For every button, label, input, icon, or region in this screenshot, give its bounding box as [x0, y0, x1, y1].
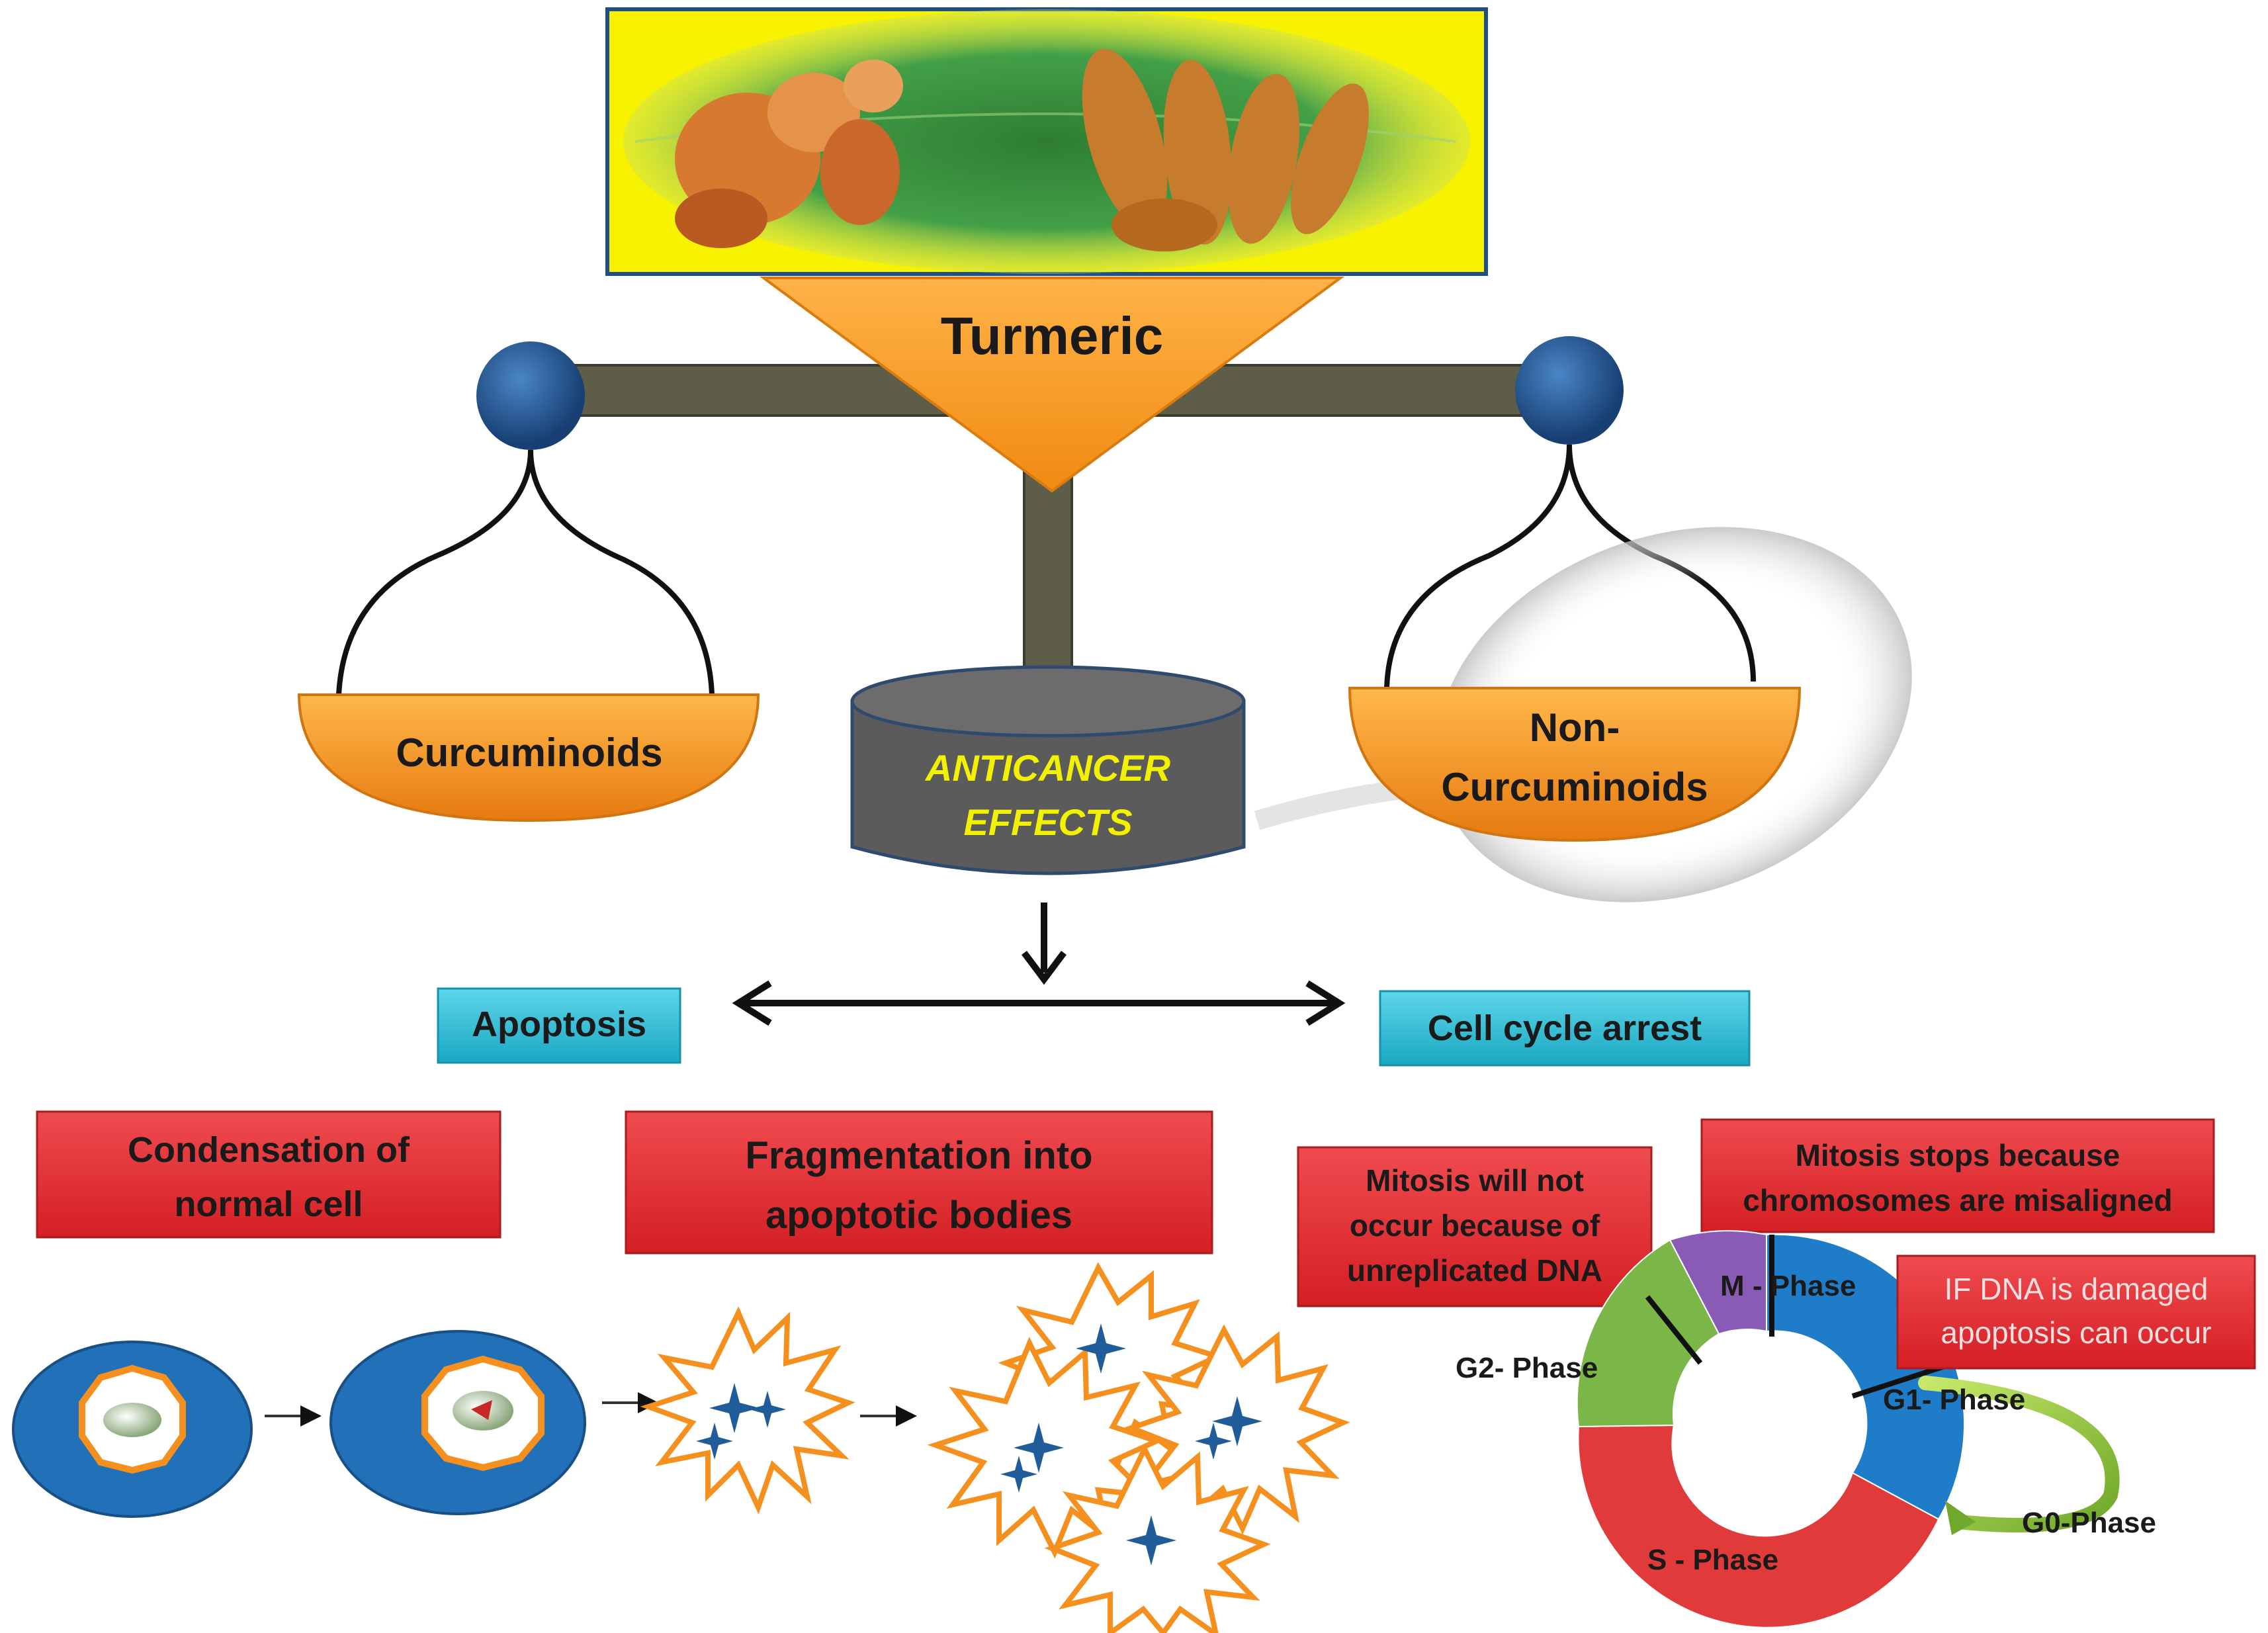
mitosis-not-line2: occur because of [1350, 1208, 1600, 1243]
turmeric-triangle: Turmeric [759, 277, 1345, 493]
turmeric-image [605, 7, 1488, 276]
cell-cycle-arrest-label: Cell cycle arrest [1428, 1008, 1702, 1048]
dna-damaged-line1: IF DNA is damaged [1944, 1272, 2208, 1306]
anticancer-label-line2: EFFECTS [963, 801, 1132, 843]
apoptotic-bodies [927, 1262, 1350, 1633]
condensation-label-line1: Condensation of [128, 1130, 410, 1170]
turmeric-label: Turmeric [941, 306, 1163, 365]
g1-phase-label: G1- Phase [1883, 1384, 2025, 1416]
mitosis-not-occur-box: Mitosis will not occur because of unrepl… [1297, 1146, 1653, 1307]
apoptosis-box: Apoptosis [437, 987, 681, 1064]
non-curcuminoids-pan: Non- Curcuminoids [1348, 687, 1802, 842]
g2-phase-segment [1576, 1239, 1720, 1428]
condensing-cell [329, 1330, 586, 1515]
non-curcuminoids-label-line1: Non- [1530, 705, 1620, 750]
mitosis-not-line3: unreplicated DNA [1347, 1253, 1602, 1288]
apoptosis-label: Apoptosis [472, 1004, 646, 1044]
mitosis-stops-line1: Mitosis stops because [1796, 1138, 2120, 1172]
right-pivot-node [1515, 336, 1624, 445]
fresh-turmeric-root [675, 60, 903, 248]
anticancer-effects-drum: ANTICANCER EFFECTS [850, 665, 1246, 875]
g2-phase-label: G2- Phase [1456, 1352, 1598, 1384]
fragmentation-label-line1: Fragmentation into [745, 1134, 1092, 1177]
s-phase-segment [1577, 1424, 1940, 1628]
normal-cell [12, 1341, 253, 1518]
m-phase-label: M - Phase [1720, 1270, 1856, 1302]
s-phase-label: S - Phase [1647, 1544, 1778, 1576]
non-curcuminoids-label-line2: Curcuminoids [1441, 765, 1708, 809]
dna-damaged-box: IF DNA is damaged apoptosis can occur [1896, 1255, 2256, 1370]
fragmentation-label-line2: apoptotic bodies [765, 1194, 1072, 1237]
condensation-box: Condensation of normal cell [36, 1110, 502, 1239]
mitosis-not-line1: Mitosis will not [1366, 1163, 1584, 1198]
anticancer-label-line1: ANTICANCER [924, 747, 1171, 789]
fragmentation-box: Fragmentation into apoptotic bodies [625, 1110, 1213, 1255]
g0-arrow [1918, 1376, 2120, 1535]
branch-arrows [732, 903, 1346, 1026]
fragmenting-cell [640, 1306, 855, 1515]
condensation-label-line2: normal cell [174, 1184, 363, 1224]
cell-cycle-arrest-box: Cell cycle arrest [1379, 990, 1751, 1067]
mitosis-stops-box: Mitosis stops because chromosomes are mi… [1700, 1118, 2215, 1233]
dna-damaged-line2: apoptosis can occur [1941, 1315, 2211, 1350]
dried-turmeric-roots [1082, 49, 1369, 251]
mitosis-stops-line2: chromosomes are misaligned [1743, 1183, 2172, 1217]
g0-phase-label: G0-Phase [2022, 1507, 2156, 1539]
curcuminoids-pan: Curcuminoids [297, 693, 760, 822]
checkpoint-lines [1645, 1235, 1948, 1399]
curcuminoids-label: Curcuminoids [396, 730, 662, 775]
left-pivot-node [476, 341, 585, 450]
